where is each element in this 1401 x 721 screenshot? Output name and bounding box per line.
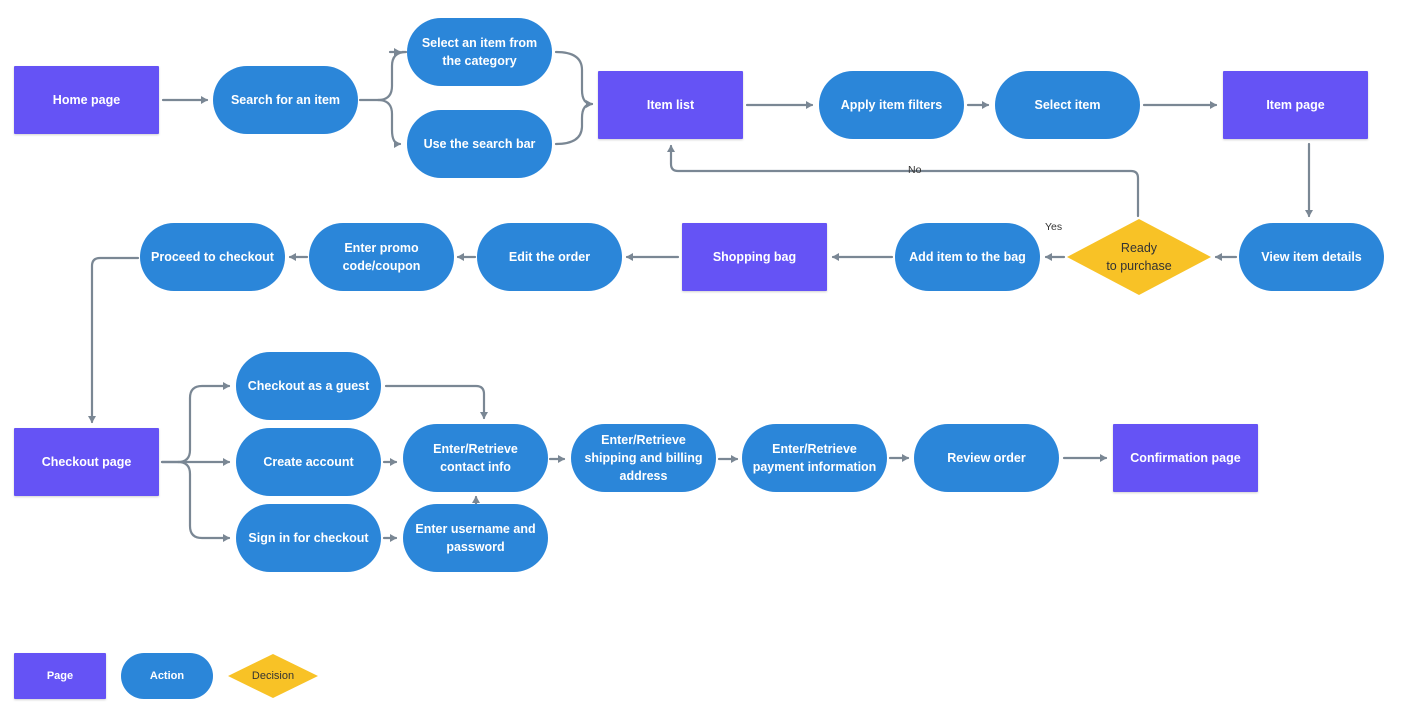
decision-label: Ready to purchase — [1106, 241, 1172, 273]
node-view-item-details[interactable]: View item details — [1239, 223, 1384, 291]
node-item-page[interactable]: Item page — [1223, 71, 1368, 139]
node-select-item[interactable]: Select item — [995, 71, 1140, 139]
node-search-for-item[interactable]: Search for an item — [213, 66, 358, 134]
edge-decision-no — [667, 144, 1140, 218]
legend-decision: Decision — [228, 654, 318, 698]
node-review-order[interactable]: Review order — [914, 424, 1059, 492]
node-checkout-page[interactable]: Checkout page — [14, 428, 159, 496]
node-use-search-bar[interactable]: Use the search bar — [407, 110, 552, 178]
node-apply-item-filters[interactable]: Apply item filters — [819, 71, 964, 139]
decision-diamond-shape — [1067, 219, 1211, 295]
node-enter-promo-code[interactable]: Enter promo code/coupon — [309, 223, 454, 291]
edge-label-yes: Yes — [1045, 221, 1063, 233]
node-checkout-as-guest[interactable]: Checkout as a guest — [236, 352, 381, 420]
node-username-password[interactable]: Enter username and password — [403, 504, 548, 572]
node-select-from-category[interactable]: Select an item from the category — [407, 18, 552, 86]
node-item-list[interactable]: Item list — [598, 71, 743, 139]
edge-searchbar-to-list — [554, 102, 594, 146]
node-sign-in-for-checkout[interactable]: Sign in for checkout — [236, 504, 381, 572]
edge-search-split-top — [358, 50, 408, 102]
legend-action: Action — [121, 653, 213, 699]
edge-label-no: No — [908, 164, 922, 176]
edge-checkout-split-bottom — [176, 460, 231, 542]
legend-decision-label: Decision — [251, 670, 295, 682]
edge-search-split-bottom — [376, 98, 402, 148]
edge-guest-to-contact — [384, 384, 488, 420]
edge-proceed-to-checkout — [88, 256, 140, 424]
node-shopping-bag[interactable]: Shopping bag — [682, 223, 827, 291]
node-payment-information[interactable]: Enter/Retrieve payment information — [742, 424, 887, 492]
node-proceed-to-checkout[interactable]: Proceed to checkout — [140, 223, 285, 291]
legend-decision-diamond-shape — [228, 654, 318, 698]
node-confirmation-page[interactable]: Confirmation page — [1113, 424, 1258, 492]
node-home-page[interactable]: Home page — [14, 66, 159, 134]
node-ready-to-purchase[interactable]: Ready to purchase — [1067, 219, 1211, 295]
node-edit-the-order[interactable]: Edit the order — [477, 223, 622, 291]
node-add-item-to-bag[interactable]: Add item to the bag — [895, 223, 1040, 291]
node-contact-info[interactable]: Enter/Retrieve contact info — [403, 424, 548, 492]
edge-checkout-split-top — [160, 382, 231, 464]
edge-category-to-list — [554, 50, 594, 108]
node-shipping-billing-address[interactable]: Enter/Retrieve shipping and billing addr… — [571, 424, 716, 492]
node-create-account[interactable]: Create account — [236, 428, 381, 496]
legend-page: Page — [14, 653, 106, 699]
